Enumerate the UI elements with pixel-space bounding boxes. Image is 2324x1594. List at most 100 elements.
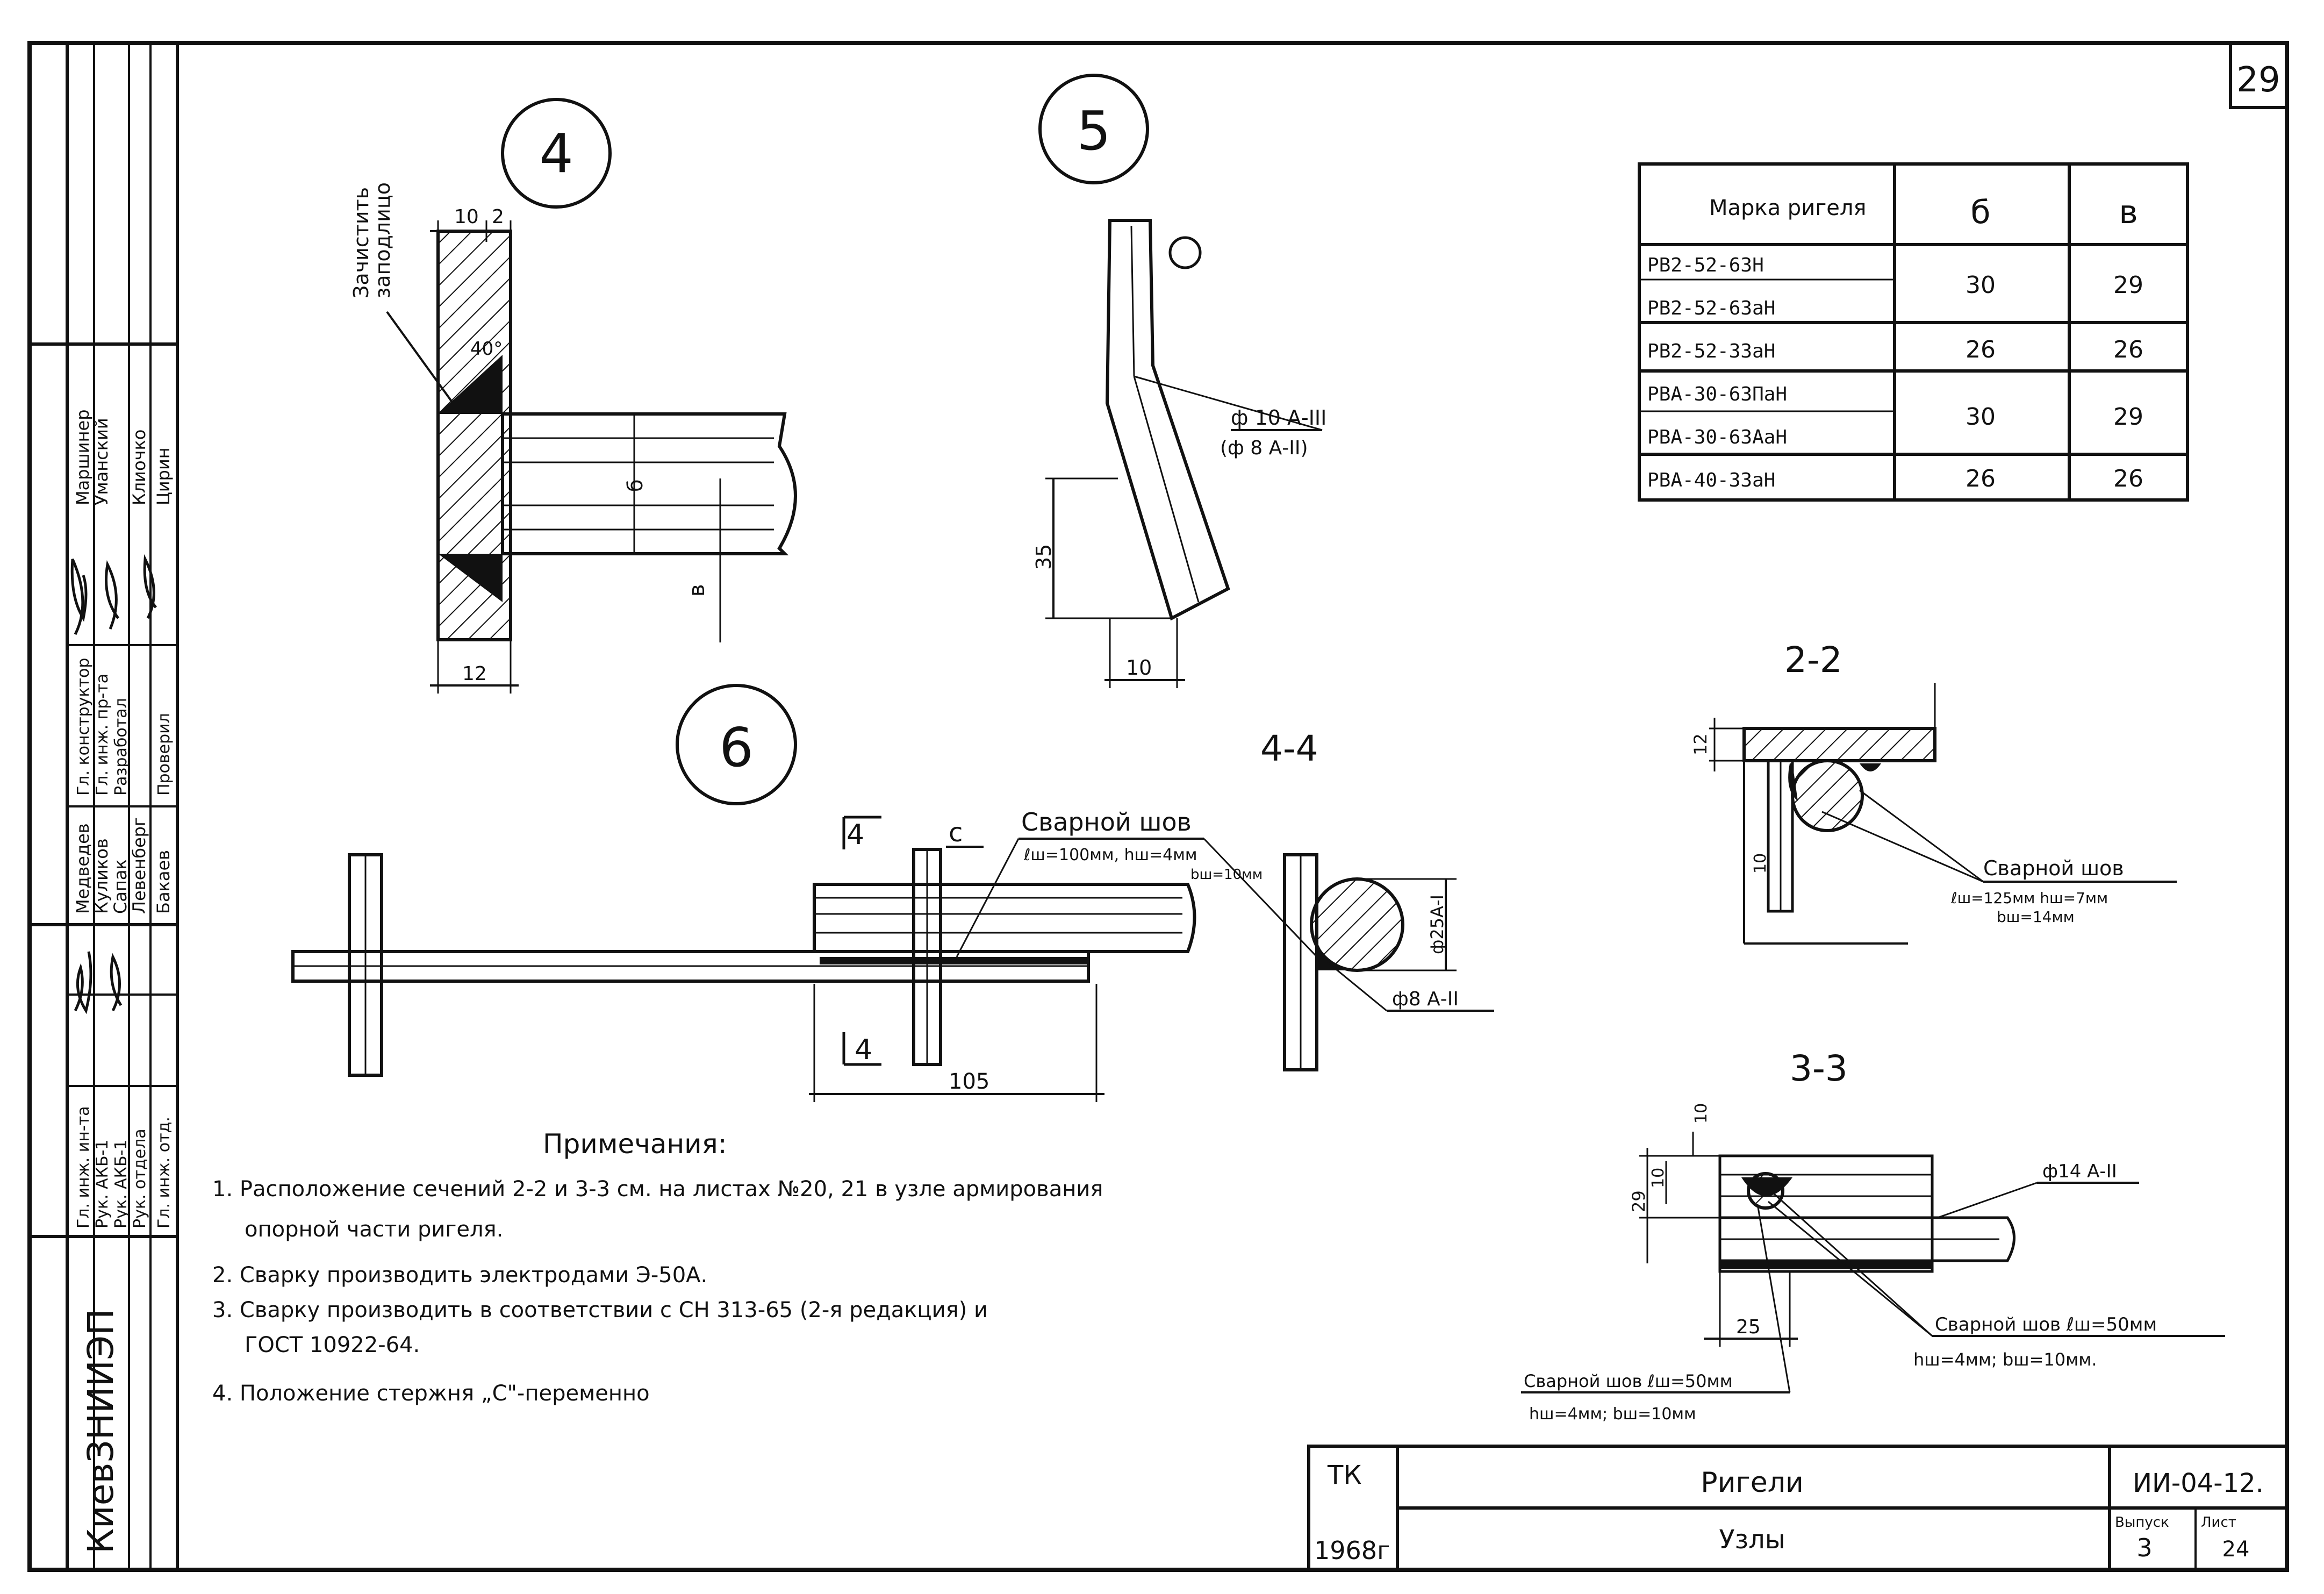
section-3-3-weld-left-1: Сварной шов ℓш=50мм [1524, 1371, 1733, 1391]
stamp-name-2: Сапак [110, 859, 131, 914]
stamp-name-4: Бакаев [153, 850, 174, 914]
detail-6: 6 4 4 с Сварной шов ℓш=100мм, hш=4мм bш=… [291, 684, 1323, 1102]
detail-6-section-mark-top: 4 [847, 819, 864, 851]
signature [143, 554, 157, 619]
table-header-mark: Марка ригеля [1709, 196, 1866, 220]
signature [110, 953, 123, 1012]
section-3-3-dim-25: 25 [1736, 1316, 1761, 1338]
detail-5: 5 ф 10 А-III (ф 8 А-II) 35 10 [1032, 74, 1326, 688]
table-mark: РВ2-52-33аН [1647, 340, 1775, 362]
section-3-3-dim-10b: 10 [1649, 1168, 1668, 1188]
signature [105, 560, 120, 630]
section-2-2-dim-12: 12 [1690, 733, 1711, 755]
table-value-b: 30 [1966, 403, 1996, 431]
table-mark: РВА-30-63ПаН [1647, 383, 1787, 405]
section-3-3-weld-left-2: hш=4мм; bш=10мм [1529, 1405, 1696, 1424]
section-2-2-dim-10: 10 [1751, 853, 1770, 874]
stamp-role-1: Рук. АКБ-1 [93, 1140, 112, 1228]
section-2-2-title: 2-2 [1784, 639, 1842, 681]
detail-5-dim-10: 10 [1126, 656, 1152, 680]
notes-line: 1. Расположение сечений 2-2 и 3-3 см. на… [212, 1177, 1103, 1202]
section-3-3-weld-right-2: hш=4мм; bш=10мм. [1913, 1349, 2097, 1370]
table-value-b: 30 [1966, 271, 1996, 299]
detail-6-label: 6 [719, 716, 754, 779]
detail-5-bar-alt: (ф 8 А-II) [1220, 437, 1308, 459]
stamp-role2-1: Гл. инж. пр-та [93, 674, 112, 796]
section-2-2: 2-2 12 10 Сварной шов ℓш=125мм hш=7мм bш… [1690, 639, 2177, 945]
stamp-role-2: Рук. АКБ-1 [112, 1140, 131, 1228]
notes-title: Примечания: [543, 1128, 727, 1160]
stamp-role-4: Гл. инж. отд. [155, 1117, 174, 1228]
table-mark: РВ2-52-63аН [1647, 297, 1775, 319]
section-4-4-bar: ф8 А-II [1392, 988, 1459, 1010]
section-3-3-weld-right-1: Сварной шов ℓш=50мм [1935, 1314, 2157, 1335]
detail-6-weld-params1: ℓш=100мм, hш=4мм [1023, 846, 1197, 864]
section-3-3-title: 3-3 [1790, 1048, 1848, 1089]
mark-table: Марка ригеля б в РВ2-52-63Н РВ2-52-63аН … [1638, 162, 2189, 502]
stamp-role-3: Рук. отдела [131, 1128, 149, 1228]
detail-6-dim-105: 105 [949, 1069, 989, 1094]
table-value-v: 26 [2113, 336, 2143, 363]
titleblock-issue: 3 [2136, 1533, 2152, 1562]
stamp-name2-4: Цирин [153, 447, 174, 505]
detail-4-dim-b: б [623, 480, 647, 492]
signature [74, 951, 92, 1014]
stamp-name-1: Куликов [91, 838, 112, 914]
section-2-2-weld-params1: ℓш=125мм hш=7мм [1950, 889, 2108, 907]
detail-6-weld-title: Сварной шов [1021, 807, 1192, 837]
table-mark: РВА-30-63АаН [1647, 426, 1787, 448]
page-number-box [2229, 41, 2289, 109]
notes-line: 3. Сварку производить в соответствии с С… [212, 1298, 988, 1323]
section-3-3-dim-10a: 10 [1692, 1103, 1711, 1124]
notes-line: 4. Положение стержня „С"-переменно [212, 1381, 650, 1406]
detail-4-dim-v: в [685, 584, 709, 597]
titleblock-sheet-title: Узлы [1719, 1525, 1785, 1555]
section-4-4-title: 4-4 [1260, 728, 1318, 769]
detail-5-bar-main: ф 10 А-III [1231, 406, 1326, 430]
stamp-org: КиевЗНИИЭП [80, 1309, 121, 1554]
detail-4: 4 Зачистить заподлицо 40° 10 2 б в 12 [349, 98, 797, 694]
titleblock-subject: Ригели [1701, 1467, 1804, 1499]
detail-5-label: 5 [1077, 99, 1111, 162]
table-header-b: б [1970, 194, 1990, 231]
stamp-name2-1: Уманский [91, 418, 112, 505]
stamp-role2-0: Гл. конструктор [74, 658, 93, 796]
page-number: 29 [2236, 60, 2280, 100]
notes-line: 2. Сварку производить электродами Э-50А. [212, 1263, 707, 1288]
table-value-b: 26 [1966, 336, 1996, 363]
section-4-4: 4-4 ф25А-I ф8 А-II [1260, 728, 1494, 1071]
stamp-name2-0: Маршинер [73, 409, 93, 505]
section-3-3-bar: ф14 А-II [2042, 1161, 2117, 1182]
detail-5-dim-35: 35 [1032, 544, 1056, 570]
titleblock-year: 1968г [1314, 1536, 1390, 1565]
titleblock-series: ТК [1327, 1460, 1361, 1490]
table-mark: РВ2-52-63Н [1647, 254, 1764, 276]
section-2-2-weld-params2: bш=14мм [1997, 908, 2075, 926]
stamp-role-0: Гл. инж. ин-та [74, 1106, 93, 1228]
titleblock-sheet-label: Лист [2201, 1514, 2236, 1531]
table-mark: РВА-40-33аН [1647, 469, 1775, 491]
detail-6-weld-params2: bш=10мм [1190, 867, 1263, 883]
detail-4-dim-top2: 2 [492, 206, 504, 228]
titleblock-doc-code: ИИ-04-12. [2133, 1468, 2264, 1498]
detail-4-dim-bottom: 12 [462, 663, 487, 685]
table-value-v: 29 [2113, 271, 2143, 299]
stamp-role2-2: Разработал [112, 698, 131, 796]
detail-4-label: 4 [539, 122, 573, 185]
table-header-v: в [2119, 194, 2137, 231]
section-3-3: 3-3 10 29 10 25 ф14 А-II Сварной шов ℓш=… [1521, 1048, 2225, 1424]
table-value-v: 26 [2113, 465, 2143, 492]
titleblock-sheet: 24 [2222, 1537, 2250, 1562]
detail-4-note-2: заподлицо [371, 182, 394, 298]
notes-line: ГОСТ 10922-64. [245, 1333, 420, 1357]
left-stamp: КиевЗНИИЭП Гл. инж. ин-та Рук. АКБ-1 Рук… [30, 43, 177, 1570]
notes: Примечания: 1. Расположение сечений 2-2 … [212, 1128, 1103, 1406]
detail-4-angle: 40° [470, 338, 503, 360]
stamp-name-3: Левенберг [129, 817, 149, 914]
table-value-b: 26 [1966, 465, 1996, 492]
stamp-role2-4: Проверил [155, 713, 174, 796]
signature [70, 558, 88, 635]
detail-4-dim-top: 10 [454, 206, 479, 228]
detail-6-section-mark-bottom: 4 [855, 1034, 872, 1066]
